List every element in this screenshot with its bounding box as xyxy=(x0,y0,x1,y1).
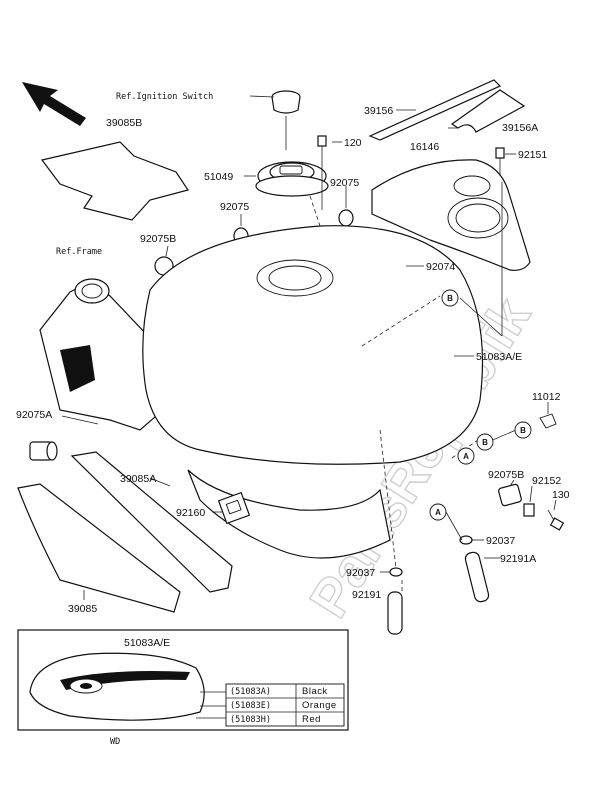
svg-text:A: A xyxy=(463,452,469,461)
label-92152: 92152 xyxy=(532,475,561,487)
table-row-2-color: Orange xyxy=(302,700,337,711)
clip-11012 xyxy=(539,413,557,429)
label-92074: 92074 xyxy=(426,261,455,273)
side-pad-39085 xyxy=(17,483,181,613)
ignition-switch-cap xyxy=(271,90,301,150)
label-92075A: 92075A xyxy=(16,409,52,421)
label-92075B-left: 92075B xyxy=(140,233,176,245)
svg-text:B: B xyxy=(447,294,453,303)
bolt-130 xyxy=(547,509,565,531)
table-row-1-color: Black xyxy=(302,686,328,697)
label-39156: 39156 xyxy=(364,105,393,117)
inset-tank-illustration xyxy=(29,652,205,721)
ref-ignition-switch-label: Ref.Ignition Switch xyxy=(116,92,213,102)
label-92075-top: 92075 xyxy=(330,177,359,189)
clamp-92037-left xyxy=(389,567,403,577)
label-92075-left: 92075 xyxy=(220,201,249,213)
trim-plate-39156A xyxy=(450,89,526,133)
fuel-cap-assembly-51049 xyxy=(255,161,329,197)
label-120: 120 xyxy=(344,137,362,149)
label-92075B-right: 92075B xyxy=(488,469,524,481)
label-92037-left: 92037 xyxy=(346,567,375,579)
color-variant-inset: 51083A/E (51083A) Black (51083E) Orange … xyxy=(17,629,349,747)
svg-text:B: B xyxy=(482,438,488,447)
label-39156A: 39156A xyxy=(502,122,538,134)
label-92191: 92191 xyxy=(352,589,381,601)
leader-lines xyxy=(61,95,557,600)
pad-39085B xyxy=(40,141,189,221)
label-92160: 92160 xyxy=(176,507,205,519)
fuel-tank xyxy=(142,225,484,559)
svg-text:A: A xyxy=(435,508,441,517)
hose-92191 xyxy=(387,591,403,635)
callout-b-1: B xyxy=(441,289,459,307)
hose-92191A xyxy=(464,551,490,603)
label-39085A: 39085A xyxy=(120,473,156,485)
table-row-2-code: (51083E) xyxy=(230,701,271,711)
label-51083AE: 51083A/E xyxy=(476,351,522,363)
label-92151: 92151 xyxy=(518,149,547,161)
table-row-3-color: Red xyxy=(302,714,321,725)
label-92037-right: 92037 xyxy=(486,535,515,547)
meter-cover-16146 xyxy=(371,159,531,271)
label-51049: 51049 xyxy=(204,171,233,183)
callout-b-3: B xyxy=(514,421,532,439)
callout-a-2: A xyxy=(429,503,447,521)
collar-92152 xyxy=(523,503,535,517)
inset-footer: WD xyxy=(110,737,120,747)
label-92191A: 92191A xyxy=(500,553,536,565)
bracket-92160 xyxy=(217,491,251,525)
damper-92075B-right xyxy=(498,483,522,507)
grommet-92075-top xyxy=(338,209,354,227)
ref-frame-label: Ref.Frame xyxy=(56,247,102,257)
label-16146: 16146 xyxy=(410,141,439,153)
direction-arrow-icon xyxy=(22,82,86,126)
screw-92151 xyxy=(495,147,505,176)
label-11012: 11012 xyxy=(532,391,561,403)
color-table: (51083A) Black (51083E) Orange (51083H) … xyxy=(225,683,345,727)
callout-b-2: B xyxy=(476,433,494,451)
inset-title: 51083A/E xyxy=(124,637,170,649)
table-row-1-code: (51083A) xyxy=(230,687,271,697)
label-39085: 39085 xyxy=(68,603,97,615)
side-pad-39085A xyxy=(70,451,233,593)
label-39085B: 39085B xyxy=(106,117,142,129)
table-row-3-code: (51083H) xyxy=(230,715,271,725)
bolt-120 xyxy=(317,135,327,210)
trim-strip-39156 xyxy=(368,79,502,141)
cushion-92075A xyxy=(29,441,58,461)
svg-text:B: B xyxy=(520,426,526,435)
label-130: 130 xyxy=(552,489,570,501)
callout-a-1: A xyxy=(457,447,475,465)
